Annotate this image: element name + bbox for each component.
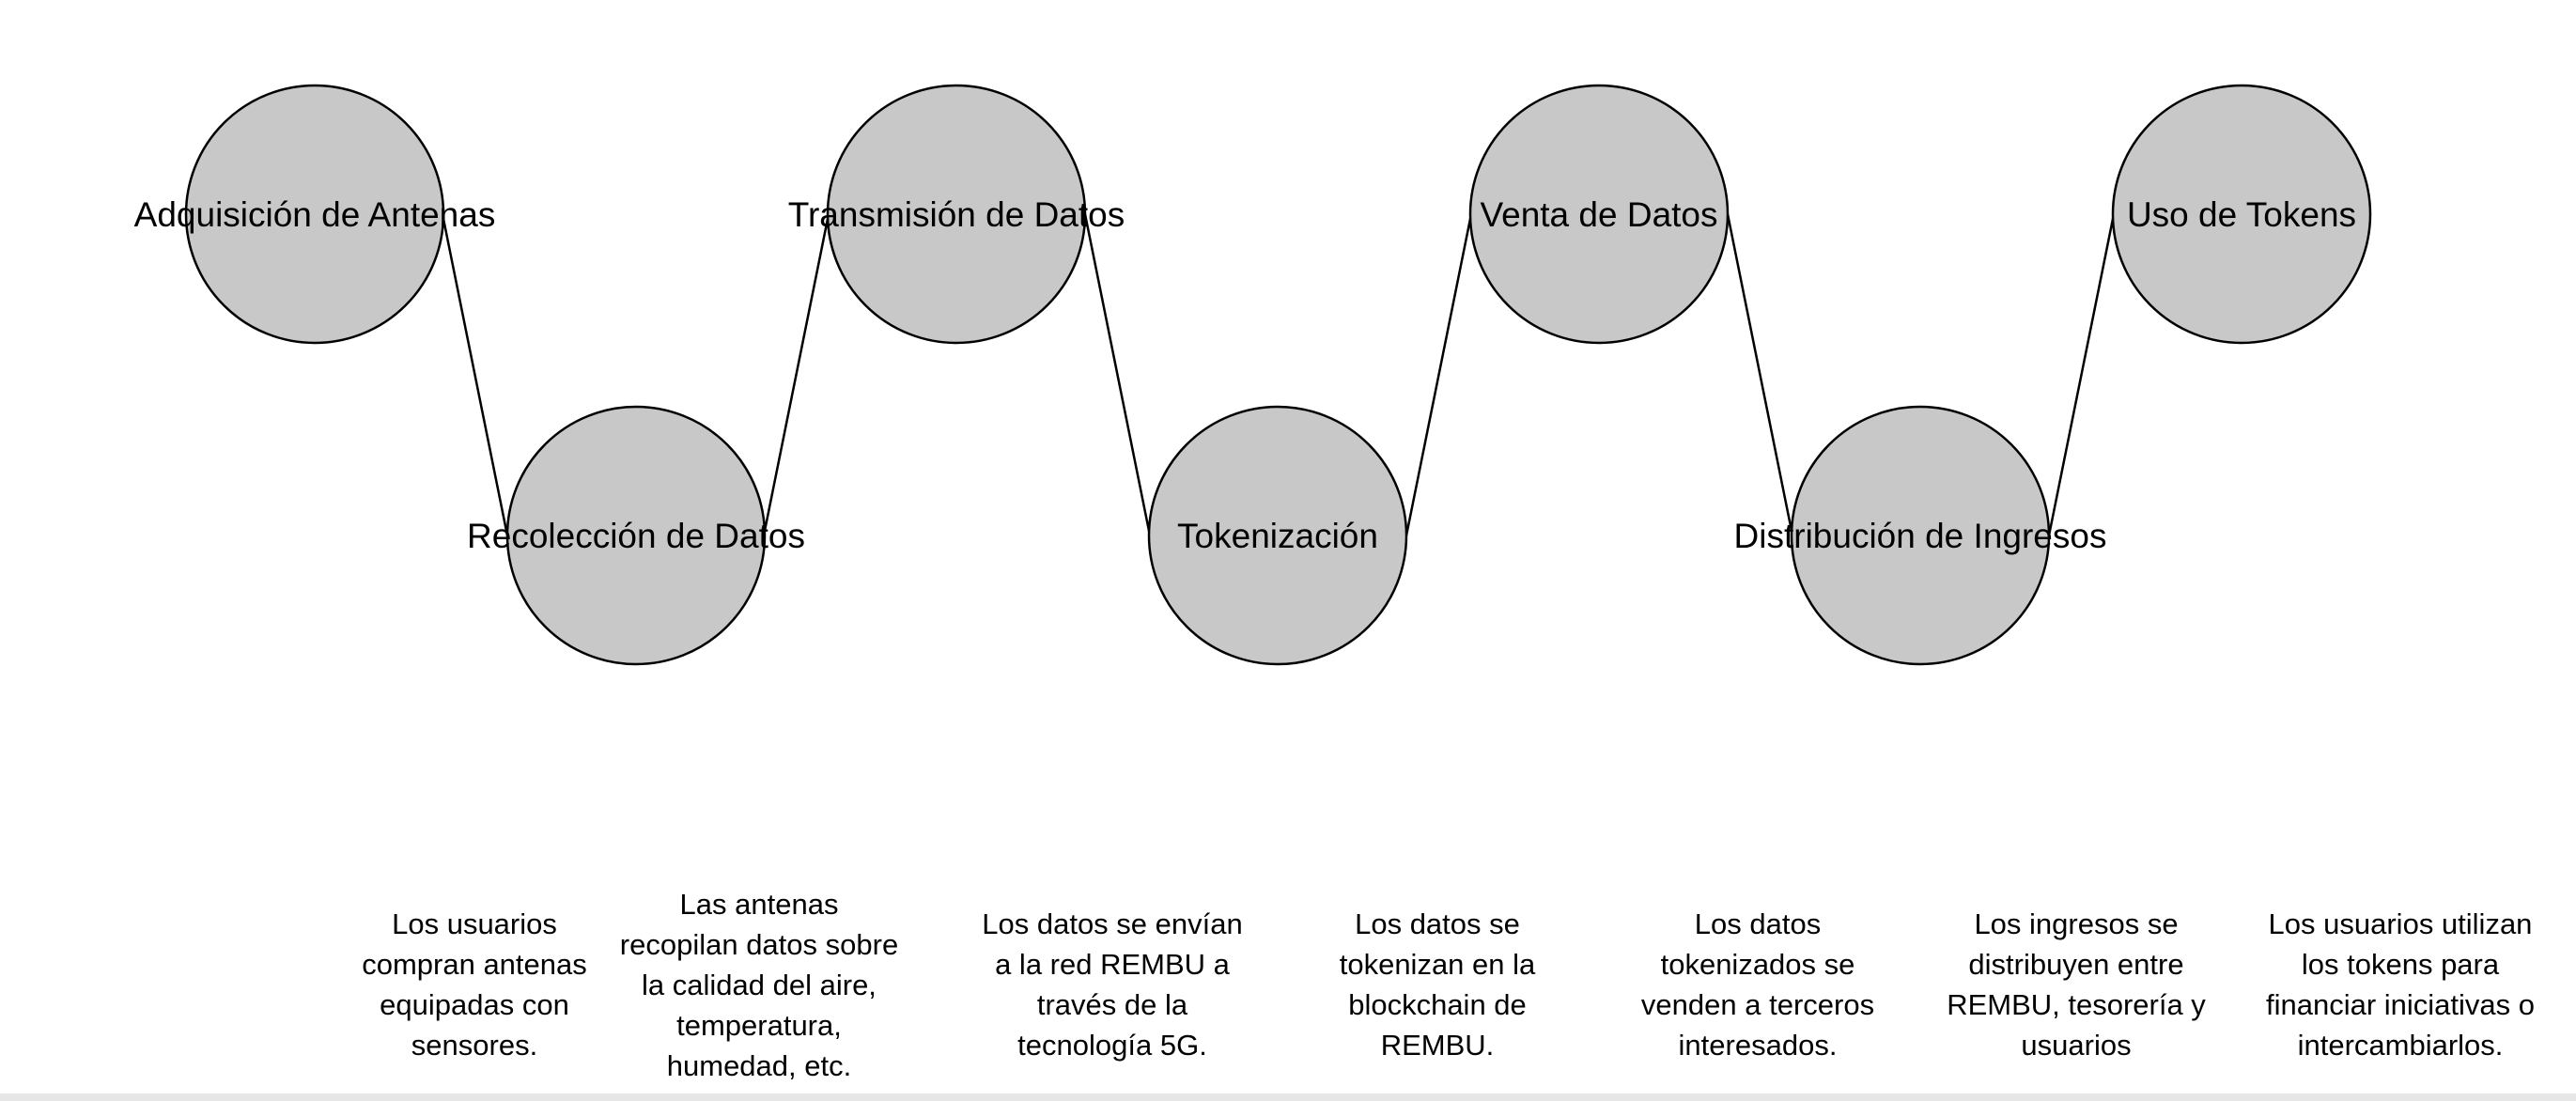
node-circle — [2111, 84, 2372, 345]
node-tokenizacion: Tokenización — [1147, 405, 1408, 666]
connector-6-7 — [2047, 213, 2116, 536]
node-label: Recolección de Datos — [467, 517, 805, 555]
node-label: Venta de Datos — [1480, 195, 1717, 234]
connector-2-3 — [762, 213, 830, 536]
description-recoleccion-datos: Las antenas recopilan datos sobre la cal… — [619, 888, 899, 1082]
node-circle — [184, 84, 445, 345]
node-recoleccion-datos: Recolección de Datos — [467, 405, 805, 666]
node-circle — [505, 405, 767, 666]
description-adquisicion-antenas: Los usuarios compran antenas equipadas c… — [362, 907, 587, 1062]
node-label: Tokenización — [1177, 517, 1378, 555]
node-label: Transmisión de Datos — [788, 195, 1125, 234]
node-transmision-datos: Transmisión de Datos — [788, 84, 1125, 345]
node-label: Adquisición de Antenas — [134, 195, 496, 234]
node-circle — [1790, 405, 2051, 666]
connector-lines — [441, 213, 2116, 536]
connector-4-5 — [1404, 213, 1473, 536]
description-distribucion-ingresos: Los ingresos se distribuyen entre REMBU,… — [1947, 907, 2206, 1062]
connector-1-2 — [441, 213, 509, 536]
description-uso-tokens: Los usuarios utilizan los tokens para fi… — [2265, 907, 2536, 1062]
node-circle — [1147, 405, 1408, 666]
node-label: Uso de Tokens — [2127, 195, 2356, 234]
bottom-divider — [0, 1093, 2576, 1101]
description-transmision-datos: Los datos se envían a la red REMBU a tra… — [982, 907, 1243, 1062]
node-circle — [1468, 84, 1730, 345]
node-label: Distribución de Ingresos — [1734, 517, 2107, 555]
node-distribucion-ingresos: Distribución de Ingresos — [1734, 405, 2107, 666]
node-adquisicion-antenas: Adquisición de Antenas — [134, 84, 496, 345]
description-tokenizacion: Los datos se tokenizan en la blockchain … — [1339, 907, 1536, 1062]
connector-5-6 — [1726, 213, 1794, 536]
node-uso-tokens: Uso de Tokens — [2111, 84, 2372, 345]
connector-3-4 — [1083, 213, 1152, 536]
node-venta-datos: Venta de Datos — [1468, 84, 1730, 345]
node-circle — [826, 84, 1087, 345]
description-venta-datos: Los datos tokenizados se venden a tercer… — [1640, 907, 1875, 1062]
